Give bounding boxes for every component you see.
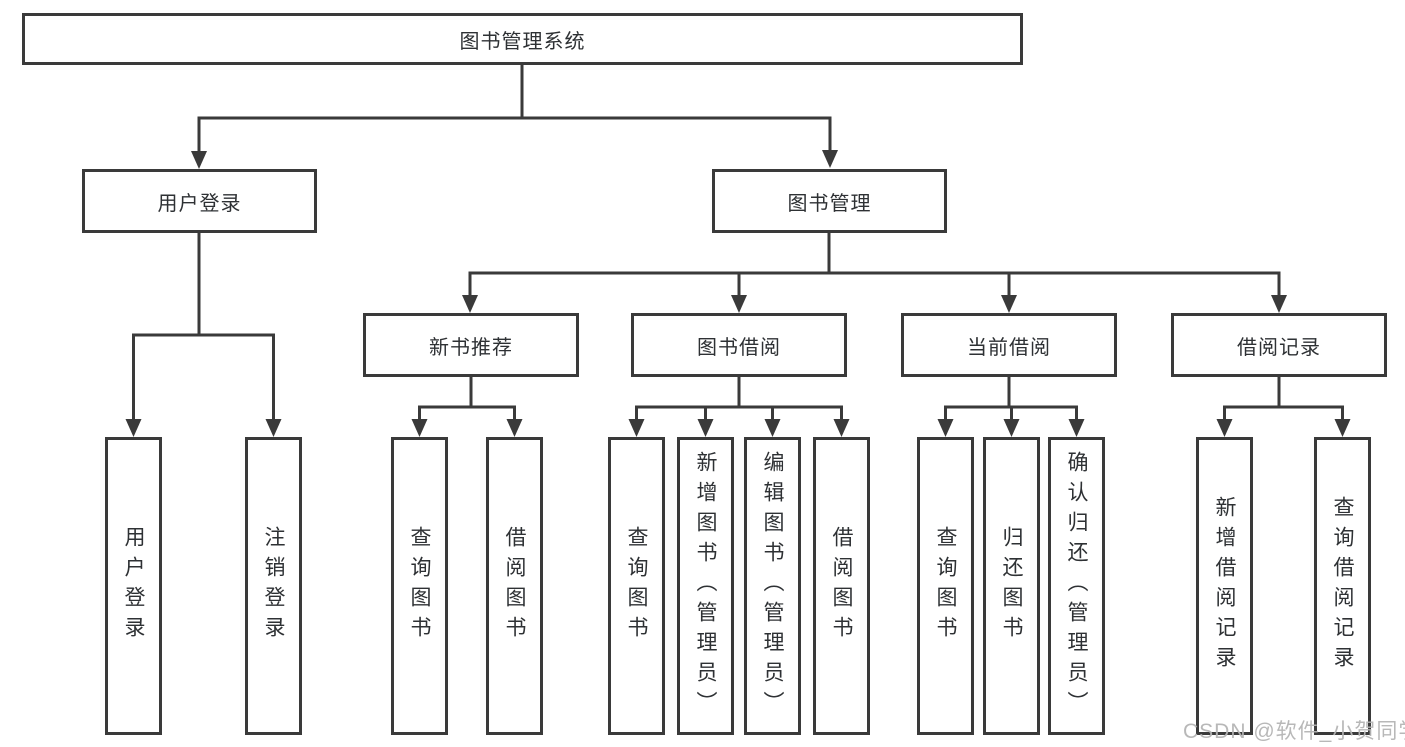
leaf-return-books: 归还图书 bbox=[983, 437, 1040, 735]
leaf-borrow-books: 借阅图书 bbox=[813, 437, 870, 735]
csdn-watermark: CSDN @软件_小贺同学 bbox=[1183, 720, 1405, 743]
leaf-user-login: 用户登录 bbox=[105, 437, 162, 735]
leaf-query-books-recommend: 查询图书 bbox=[391, 437, 448, 735]
leaf-query-books-borrowing: 查询图书 bbox=[608, 437, 665, 735]
leaf-add-borrow-record: 新增借阅记录 bbox=[1196, 437, 1253, 735]
leaf-borrow-books-recommend: 借阅图书 bbox=[486, 437, 543, 735]
node-new-book-recommendation: 新书推荐 bbox=[363, 313, 579, 377]
leaf-edit-books-admin: 编辑图书（管理员） bbox=[744, 437, 801, 735]
node-root-system: 图书管理系统 bbox=[22, 13, 1023, 65]
node-user-login-module: 用户登录 bbox=[82, 169, 317, 233]
leaf-confirm-return-admin: 确认归还（管理员） bbox=[1048, 437, 1105, 735]
node-book-borrowing: 图书借阅 bbox=[631, 313, 847, 377]
node-borrowing-records: 借阅记录 bbox=[1171, 313, 1387, 377]
leaf-add-books-admin: 新增图书（管理员） bbox=[677, 437, 734, 735]
leaf-logout: 注销登录 bbox=[245, 437, 302, 735]
leaf-query-books-current: 查询图书 bbox=[917, 437, 974, 735]
leaf-query-borrow-record: 查询借阅记录 bbox=[1314, 437, 1371, 735]
node-current-borrowing: 当前借阅 bbox=[901, 313, 1117, 377]
node-book-management-module: 图书管理 bbox=[712, 169, 947, 233]
